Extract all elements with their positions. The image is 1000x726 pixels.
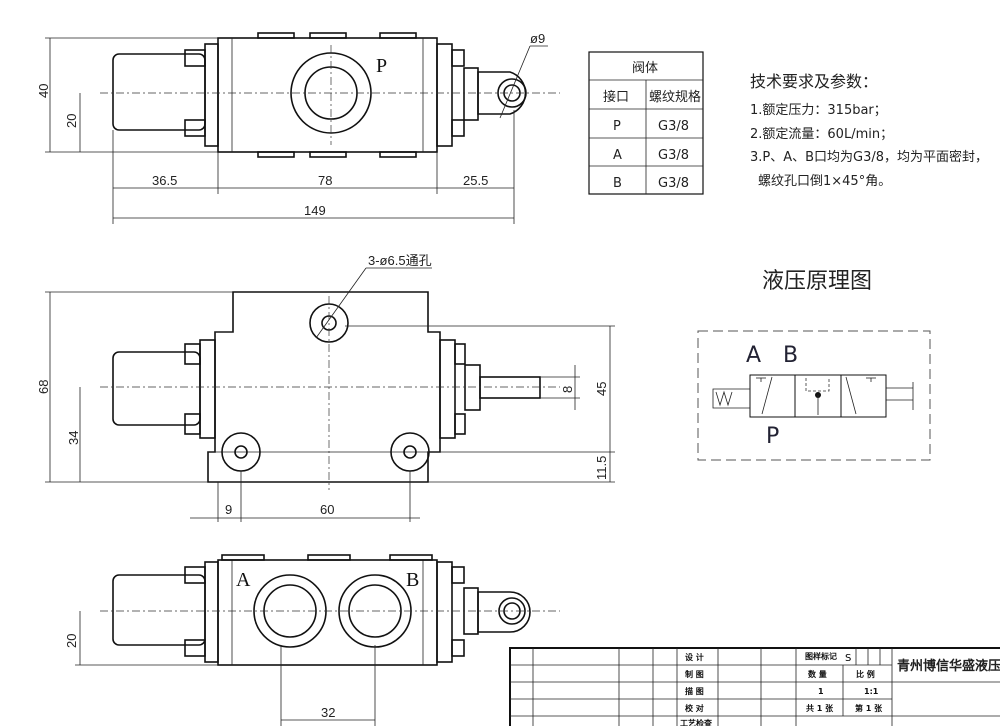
dim-edge: 9 [225,502,232,517]
dim-height: 40 [36,84,51,98]
tech-title: 技术要求及参数： [750,72,878,91]
table-cell: B [613,176,622,191]
hydraulic-schematic: 液压原理图 A B P [697,269,931,461]
dim-clevis-hole: ø9 [530,31,545,46]
tech-requirements: 技术要求及参数： 1.额定压力：315bar； 2.额定流量：60L/min； … [750,72,988,189]
scale-label: 比 例 [856,669,875,679]
company-name: 青州博信华盛液压科技有限公 [897,658,1000,674]
port-table: 阀体 接口 螺纹规格 P G3/8 A G3/8 B G3/8 [588,51,704,195]
dim-hole-span-v: 45 [594,382,609,396]
handle-cylinder [112,574,206,646]
scale-value: 1:1 [864,687,879,696]
role-design: 设 计 [685,652,704,662]
left-flange [204,43,219,147]
front-view: 3-ø6.5通孔 68 34 45 11.5 8 9 60 [36,253,615,522]
table-cell: G3/8 [658,148,689,163]
role-process: 工艺检查 [680,718,713,726]
schematic-title: 液压原理图 [762,269,872,294]
tech-item: 螺纹孔口倒1×45°角。 [758,174,891,189]
schematic-label-b: B [783,343,798,368]
sheet-no: 第 1 张 [855,703,883,713]
bottom-view: A B 20 32 [64,554,560,726]
role-draw: 制 图 [685,669,704,679]
table-cell: A [613,148,622,163]
left-tab [184,119,206,137]
table-header: 螺纹规格 [649,89,701,105]
port-b-label: B [406,569,419,591]
tech-item: 1.额定压力：315bar； [750,103,887,118]
port-p-label: P [376,55,387,77]
dim-overall: 149 [304,203,326,218]
top-view: P 40 20 36.5 78 25.5 149 ø9 [36,31,560,224]
dim-half-height: 20 [64,114,79,128]
dim-half-height: 20 [64,634,79,648]
spool-stub [463,67,479,121]
dim-rod: 8 [560,386,575,393]
dim-hole-height: 34 [66,431,81,445]
role-trace: 描 图 [685,686,704,696]
port-a-label: A [236,569,251,591]
tech-item: 2.额定流量：60L/min； [750,127,893,142]
mark-label: 图样标记 [805,651,837,661]
dim-body: 78 [318,173,332,188]
dim-left: 36.5 [152,173,177,188]
dim-hole-span-h: 60 [320,502,334,517]
table-cell: G3/8 [658,119,689,134]
tech-item: 3.P、A、B口均为G3/8，均为平面密封， [750,149,988,165]
dim-height: 68 [36,380,51,394]
dim-base: 11.5 [594,456,609,480]
left-tab [184,49,206,67]
mark-value: S [845,653,851,664]
dim-right: 25.5 [463,173,488,188]
table-cell: P [613,119,621,134]
right-flange [436,43,453,147]
hole-note: 3-ø6.5通孔 [368,253,432,268]
table-cell: G3/8 [658,176,689,191]
role-check: 校 对 [685,703,704,713]
qty-label: 数 量 [808,669,827,679]
schematic-label-a: A [746,343,761,368]
sheets-total: 共 1 张 [806,703,834,713]
title-block: 设 计 制 图 描 图 校 对 工艺检查 图样标记 S 数 量 比 例 1 1:… [509,647,1000,726]
spool-rod [479,376,541,399]
valve-body [217,37,438,153]
qty-value: 1 [818,687,824,696]
table-title: 阀体 [632,61,658,76]
table-header: 接口 [603,89,629,105]
valve-body [217,559,438,666]
schematic-label-p: P [766,424,779,449]
dim-port-spacing: 32 [321,705,335,720]
